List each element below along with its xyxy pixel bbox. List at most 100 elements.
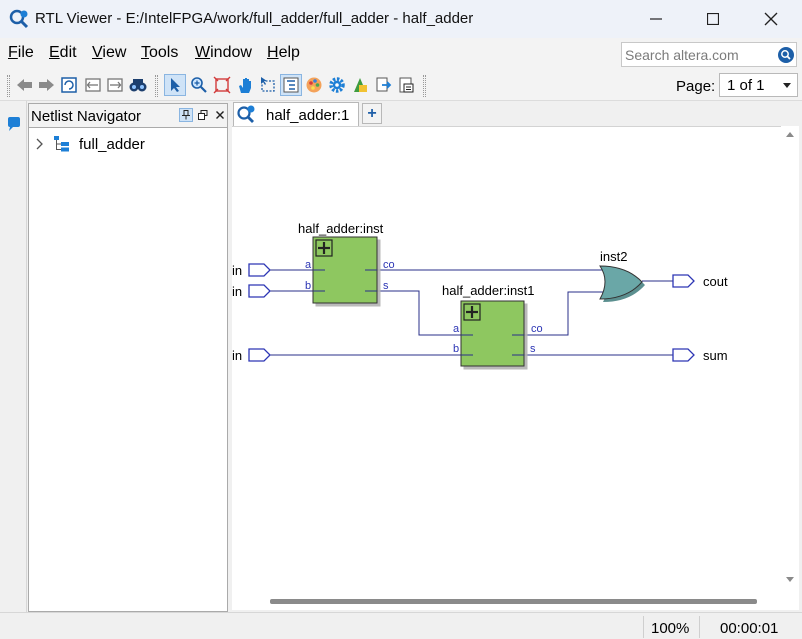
status-separator: [699, 616, 700, 638]
horizontal-scrollbar[interactable]: [232, 592, 799, 610]
input-port-label: in: [232, 284, 242, 299]
input-port-b[interactable]: in: [232, 284, 271, 299]
close-icon: [216, 111, 224, 119]
hierarchy-up-button[interactable]: [82, 74, 104, 96]
wire-inst-s: [366, 290, 472, 336]
input-port-cin[interactable]: in: [232, 348, 271, 363]
print-button[interactable]: [395, 74, 417, 96]
toolbar-grip[interactable]: [7, 75, 10, 97]
zoom-tool-button[interactable]: [188, 74, 210, 96]
horizontal-scroll-thumb[interactable]: [270, 599, 757, 604]
instance-name: half_adder:inst: [298, 221, 384, 236]
schematic-canvas[interactable]: in in in half_adder:inst a b co: [232, 126, 781, 592]
hierarchy-tree-icon: [54, 136, 69, 152]
forward-button[interactable]: [35, 74, 57, 96]
zoom-tool-icon: [191, 77, 207, 93]
port-label: a: [453, 323, 460, 335]
float-button[interactable]: [196, 108, 210, 122]
hierarchy-up-icon: [85, 78, 101, 92]
or-gate-inst2[interactable]: inst2: [599, 249, 645, 302]
messages-icon[interactable]: [6, 116, 22, 132]
title-bar: RTL Viewer - E:/IntelFPGA/work/full_adde…: [0, 0, 802, 38]
output-port-label: sum: [703, 348, 728, 363]
netlist-navigator-header: Netlist Navigator: [29, 104, 227, 128]
minimize-button[interactable]: [627, 0, 685, 38]
export-button[interactable]: [372, 74, 394, 96]
close-button[interactable]: [742, 0, 800, 38]
output-port-cout[interactable]: cout: [672, 274, 728, 289]
half-adder-inst-block[interactable]: half_adder:inst a b co s: [298, 221, 395, 304]
menu-file[interactable]: File: [8, 44, 34, 61]
fit-window-button[interactable]: [211, 74, 233, 96]
hand-tool-button[interactable]: [234, 74, 256, 96]
rtl-viewer-app-icon: [9, 9, 29, 29]
print-icon: [399, 77, 414, 93]
add-tab-button[interactable]: +: [362, 103, 382, 124]
close-icon: [764, 12, 778, 26]
output-port-sum[interactable]: sum: [672, 348, 728, 363]
input-port-a[interactable]: in: [232, 263, 271, 278]
panel-close-button[interactable]: [213, 108, 227, 122]
port-label: s: [530, 343, 536, 355]
search-icon: [778, 47, 794, 63]
scroll-up-icon[interactable]: [785, 130, 795, 138]
hierarchy-down-icon: [107, 78, 123, 92]
back-button[interactable]: [14, 74, 36, 96]
back-icon: [17, 79, 32, 91]
tree-item-label: full_adder: [79, 136, 145, 153]
tree-item-full-adder[interactable]: full_adder: [35, 135, 215, 155]
hand-tool-icon: [239, 78, 251, 93]
fit-window-icon: [213, 76, 231, 94]
export-icon: [376, 77, 392, 92]
netlist-navigator-icon: [283, 77, 299, 93]
chevron-right-icon[interactable]: [35, 137, 45, 151]
vertical-scrollbar[interactable]: [781, 126, 799, 592]
maximize-button[interactable]: [684, 0, 742, 38]
find-button[interactable]: [127, 74, 149, 96]
cleanup-icon: [354, 78, 367, 92]
area-select-icon: [261, 77, 275, 92]
output-port-label: cout: [703, 274, 728, 289]
selection-tool-button[interactable]: [164, 74, 186, 96]
cleanup-button[interactable]: [349, 74, 371, 96]
scroll-down-icon[interactable]: [785, 576, 795, 584]
window-title: RTL Viewer - E:/IntelFPGA/work/full_adde…: [35, 10, 474, 27]
port-label: s: [383, 280, 389, 292]
page-select[interactable]: 1 of 1: [719, 73, 798, 97]
menu-edit[interactable]: Edit: [49, 44, 77, 61]
maximize-icon: [707, 13, 719, 25]
settings-button[interactable]: [326, 74, 348, 96]
refresh-button[interactable]: [58, 74, 80, 96]
toolbar: [0, 70, 802, 101]
schematic-diagram: in in in half_adder:inst a b co: [232, 221, 728, 367]
search-input[interactable]: [625, 45, 773, 65]
wires: [270, 269, 673, 356]
gate-name: inst2: [600, 249, 627, 264]
toolbar-grip-3[interactable]: [423, 75, 426, 97]
port-label: a: [305, 259, 312, 271]
netlist-navigator-panel: Netlist Navigator full_adder: [28, 103, 228, 612]
netlist-navigator-button[interactable]: [280, 74, 302, 96]
area-select-button[interactable]: [257, 74, 279, 96]
instance-name: half_adder:inst1: [442, 283, 535, 298]
tab-label: half_adder:1: [266, 107, 350, 124]
input-port-label: in: [232, 348, 242, 363]
hierarchy-down-button[interactable]: [104, 74, 126, 96]
tab-half-adder[interactable]: half_adder:1: [233, 102, 359, 126]
pin-button[interactable]: [179, 108, 193, 122]
search-button[interactable]: [776, 45, 796, 65]
menu-help[interactable]: Help: [267, 44, 300, 61]
refresh-icon: [61, 77, 77, 93]
expand-icon: [315, 239, 333, 257]
port-label: b: [453, 343, 459, 355]
colors-button[interactable]: [303, 74, 325, 96]
half-adder-inst1-block[interactable]: half_adder:inst1 a b co s: [442, 283, 543, 367]
menu-tools[interactable]: Tools: [141, 44, 179, 61]
page-label: Page:: [676, 78, 716, 95]
expand-icon: [463, 303, 481, 321]
forward-icon: [39, 79, 54, 91]
toolbar-grip-2[interactable]: [155, 75, 158, 97]
chevron-down-icon: [783, 83, 791, 88]
menu-window[interactable]: Window: [195, 44, 252, 61]
menu-view[interactable]: View: [92, 44, 127, 61]
